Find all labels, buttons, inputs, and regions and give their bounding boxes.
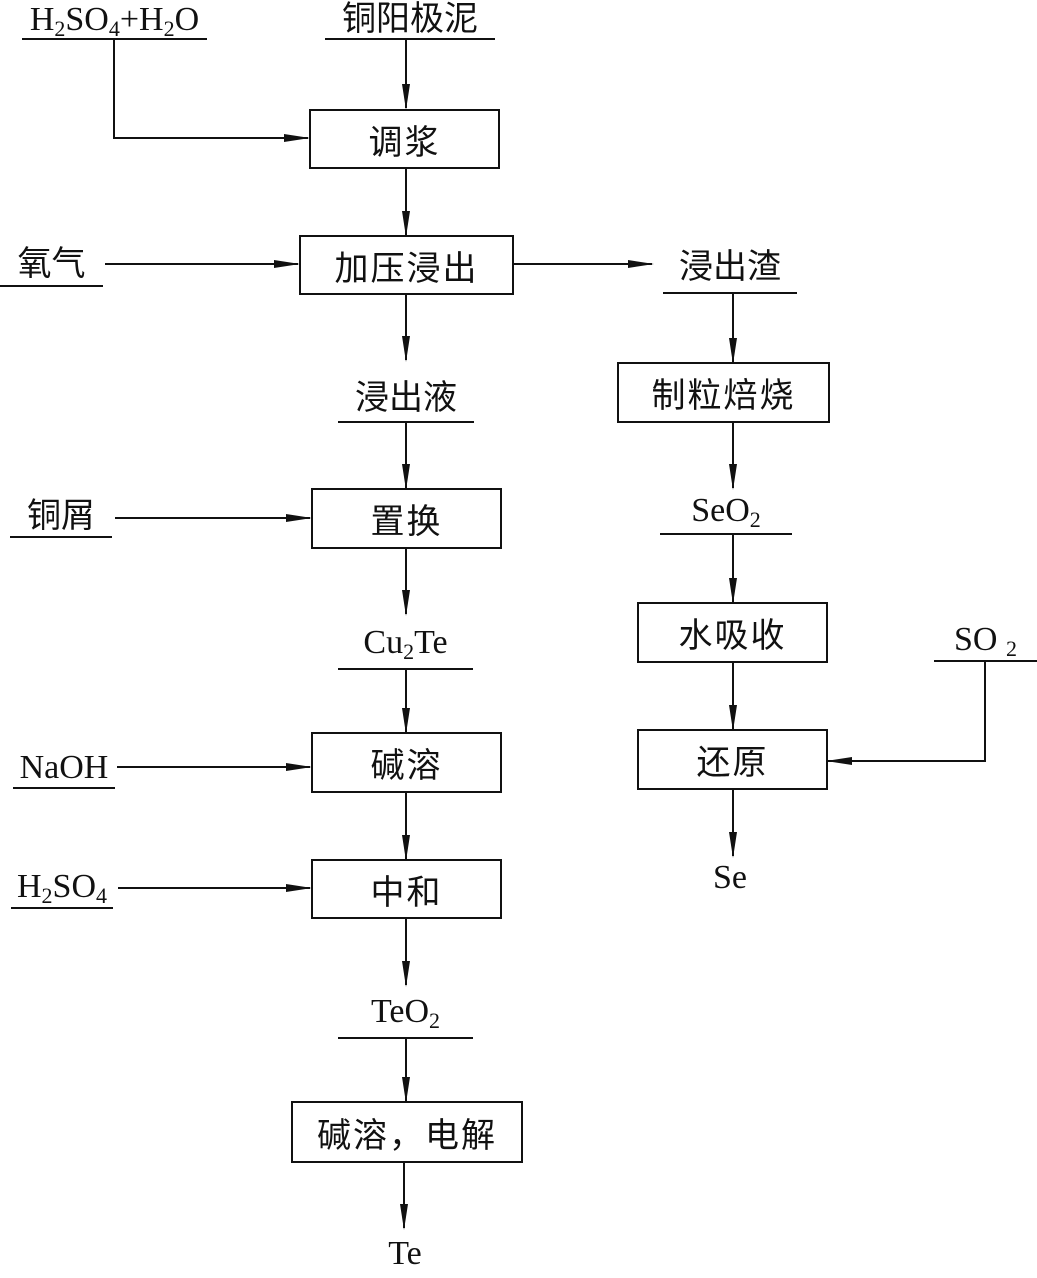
input-anode-slime: 铜阳极泥 (342, 1, 478, 38)
formula-part: SO (52, 868, 97, 905)
step-water-absorb: 水吸收 (637, 602, 828, 663)
formula-subscript: 4 (108, 16, 120, 41)
step-pressure-leach: 加压浸出 (299, 235, 514, 295)
formula-part: Cu (363, 624, 404, 661)
product-te: Te (388, 1235, 422, 1272)
intermediate-leach-liquor: 浸出液 (355, 380, 457, 417)
input-copper-scrap: 铜屑 (27, 498, 95, 535)
formula-part: O (174, 1, 200, 38)
step-alkali-electrolysis: 碱溶，电解 (291, 1101, 523, 1163)
formula-subscript: 2 (403, 639, 415, 664)
formula-subscript: 2 (54, 16, 66, 41)
formula-subscript: 2 (429, 1008, 441, 1033)
intermediate-seo2: SeO2 (660, 491, 792, 531)
formula-part: +H (119, 1, 164, 38)
formula-subscript: 2 (163, 16, 175, 41)
input-so2: SO 2 (934, 620, 1037, 660)
step-displacement: 置换 (311, 488, 502, 549)
step-alkali-dissolve: 碱溶 (311, 732, 502, 793)
arrow-so2-to-reduce (826, 662, 986, 765)
formula-part: H (29, 1, 55, 38)
product-se: Se (713, 859, 747, 896)
input-acid-water: H2SO4+H2O (22, 0, 207, 40)
input-naoh: NaOH (19, 749, 109, 786)
formula-part: Te (414, 624, 448, 661)
formula-part: H (16, 868, 42, 905)
formula-part: SO (954, 621, 998, 658)
formula-subscript: 4 (96, 883, 108, 908)
arrow-acid-to-slurry (113, 39, 310, 142)
formula-part: SO (65, 1, 109, 38)
step-reduce: 还原 (637, 729, 828, 790)
input-oxygen: 氧气 (17, 246, 86, 283)
formula-subscript: 2 (41, 883, 53, 908)
formula-part: SeO (691, 492, 750, 529)
step-granulate-roast: 制粒焙烧 (617, 362, 830, 423)
intermediate-cu2te: Cu2Te (338, 623, 473, 663)
intermediate-teo2: TeO2 (338, 992, 473, 1032)
input-h2so4: H2SO4 (11, 867, 113, 907)
step-slurry: 调浆 (309, 109, 500, 169)
step-neutralize: 中和 (311, 859, 502, 919)
formula-subscript: 2 (749, 507, 761, 532)
formula-part: TeO (370, 993, 430, 1030)
intermediate-leach-residue: 浸出渣 (679, 249, 781, 286)
formula-subscript: 2 (1005, 636, 1017, 661)
